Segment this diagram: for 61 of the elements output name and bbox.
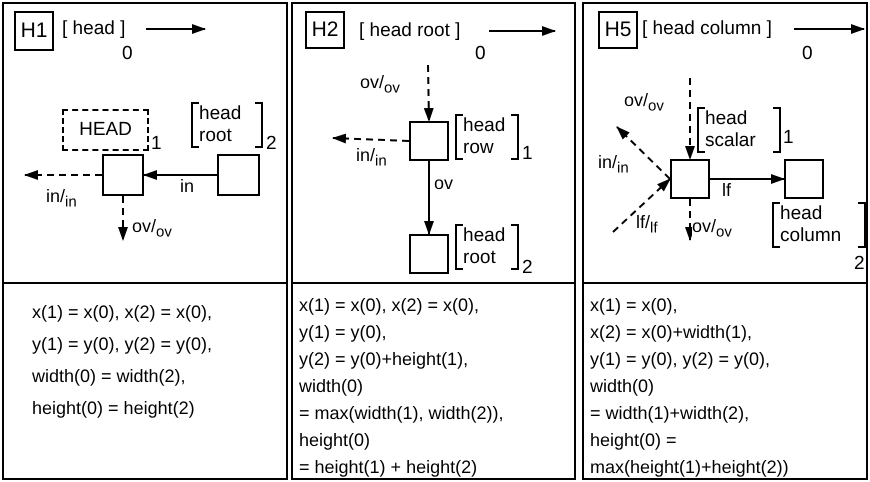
- feature-label: [ head column ]: [642, 14, 794, 44]
- formula-line: y(1) = y(0), y(2) = y(0),: [32, 333, 214, 356]
- node-box: [102, 154, 144, 196]
- arrow: [710, 174, 785, 184]
- arrow: [143, 170, 217, 180]
- index-number: 1: [522, 144, 533, 164]
- index-number: 0: [475, 44, 486, 64]
- node-box: [784, 159, 824, 199]
- node-box: [409, 121, 449, 161]
- arrow: [794, 24, 865, 34]
- panel-tag: H5: [598, 11, 638, 49]
- formula-line: x(1) = x(0), x(2) = x(0),: [299, 294, 480, 317]
- node-box: [409, 234, 449, 274]
- arrow: [616, 126, 671, 180]
- feature-label: [ head ]: [62, 14, 146, 44]
- panel-tag: H2: [305, 11, 345, 49]
- arrow: [24, 170, 102, 180]
- index-number: 1: [783, 128, 794, 148]
- arrow: [685, 78, 695, 160]
- formula-line: width(0) = width(2),: [32, 365, 187, 388]
- arrow: [489, 26, 556, 36]
- node-box: [217, 154, 260, 196]
- bracketed-label: head root: [191, 102, 263, 148]
- index-number: 0: [122, 44, 133, 64]
- formula-line: x(1) = x(0), x(2) = x(0),: [32, 301, 214, 324]
- formula-line: y(2) = y(0)+height(1),: [299, 348, 470, 371]
- feature-label: [ head root ]: [359, 16, 489, 46]
- index-number: 2: [854, 254, 865, 274]
- index-number: 0: [802, 44, 813, 64]
- formula-line: width(0): [590, 375, 656, 398]
- arrow: [612, 178, 671, 233]
- arrow: [118, 196, 128, 241]
- arrow: [332, 134, 410, 144]
- formula-line: max(height(1)+height(2)): [590, 456, 790, 479]
- formula-line: height(0) =: [590, 429, 678, 452]
- formula-line: x(2) = x(0)+width(1),: [590, 321, 754, 344]
- formula-line: y(1) = y(0),: [299, 321, 388, 344]
- index-number: 2: [266, 134, 277, 154]
- panel-tag: H1: [14, 11, 54, 51]
- formula-line: = height(1) + height(2): [299, 456, 478, 479]
- formula-line: height(0) = height(2): [32, 397, 196, 420]
- bracketed-label: head column: [772, 202, 866, 248]
- formula-panel: [2, 282, 288, 480]
- bracketed-label: head row: [455, 114, 519, 160]
- formula-panel: [291, 282, 576, 480]
- arrow: [424, 161, 434, 235]
- formula-line: height(0): [299, 429, 372, 452]
- formula-panel: [582, 282, 868, 480]
- index-number: 1: [151, 134, 162, 154]
- bracketed-label: head root: [455, 224, 519, 270]
- bracketed-label: head scalar: [697, 107, 781, 153]
- arrow: [424, 64, 434, 122]
- dashed-label-box: HEAD: [62, 109, 149, 151]
- formula-line: y(1) = y(0), y(2) = y(0),: [590, 348, 772, 371]
- formula-line: = max(width(1), width(2)),: [299, 402, 505, 425]
- arrow: [146, 24, 206, 34]
- index-number: 2: [522, 258, 533, 278]
- formula-line: width(0): [299, 375, 364, 398]
- node-box: [670, 159, 710, 199]
- formula-line: x(1) = x(0),: [590, 294, 679, 317]
- formula-line: = width(1)+width(2),: [590, 402, 750, 425]
